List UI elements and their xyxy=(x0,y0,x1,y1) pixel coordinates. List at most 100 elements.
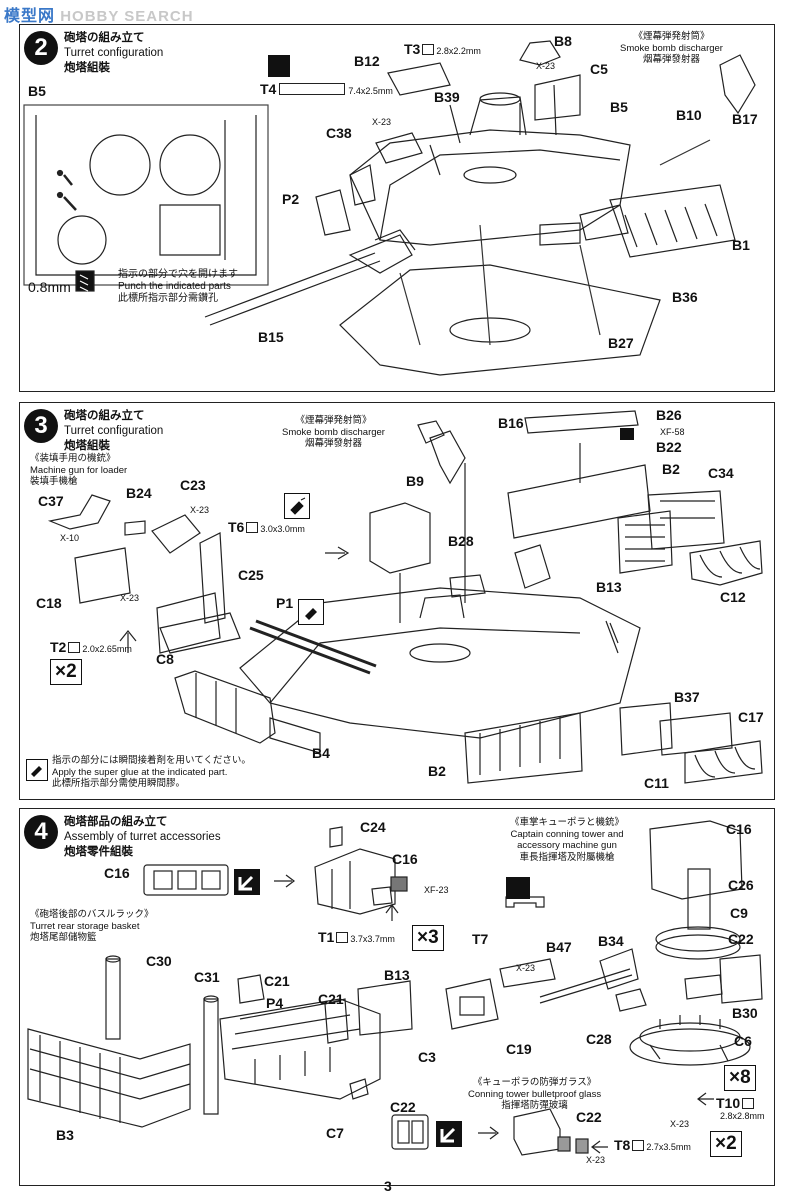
cupola-caption-en-2: accessory machine gun xyxy=(517,840,617,851)
glue-icon xyxy=(26,759,48,781)
decal-xf58: XF-58 xyxy=(660,427,685,437)
step-title-jp: 砲塔部品の組み立て xyxy=(64,816,168,828)
decal-t10: T10 xyxy=(716,1095,756,1111)
mg-caption: 《装填手用の機銃》 Machine gun for loader 裝填手機槍 xyxy=(30,453,127,488)
decal-t8: T8 2.7x3.5mm xyxy=(614,1137,691,1153)
part-b5: B5 xyxy=(610,99,628,115)
t10-label: T10 xyxy=(716,1095,741,1111)
step-heading: 砲塔部品の組み立て Assembly of turret accessories… xyxy=(64,815,221,860)
part-b26: B26 xyxy=(656,407,682,423)
cupola-caption-cn: 車長指揮塔及附屬機槍 xyxy=(519,851,615,863)
part-b12: B12 xyxy=(354,53,380,69)
part-c11: C11 xyxy=(644,775,669,791)
step-title-jp: 砲塔の組み立て xyxy=(64,410,145,422)
decal-box-icon xyxy=(422,44,435,55)
part-c26: C26 xyxy=(728,877,754,893)
part-b27: B27 xyxy=(608,335,634,351)
decal-x23: X-23 xyxy=(190,505,210,515)
part-c21: C21 xyxy=(264,973,290,989)
part-c19: C19 xyxy=(506,1041,532,1057)
part-c3: C3 xyxy=(418,1049,436,1065)
part-b28: B28 xyxy=(448,533,474,549)
glass-caption-cn: 指揮塔防彈玻璃 xyxy=(501,1100,568,1111)
drill-note-cn: 此標所指示部分需鑽孔 xyxy=(118,293,218,304)
decal-box-icon xyxy=(68,642,81,653)
part-b34: B34 xyxy=(598,933,624,949)
part-b1: B1 xyxy=(732,237,750,253)
part-b22: B22 xyxy=(656,439,682,455)
mg-caption-en: Machine gun for loader xyxy=(30,464,128,476)
decal-x10: X-10 xyxy=(60,533,80,543)
smoke-caption-jp: 《煙幕弾発射筒》 xyxy=(633,31,710,42)
cupola-caption: 《車掌キューポラと機銃》 Captain conning tower and a… xyxy=(510,817,624,863)
part-c21: C21 xyxy=(318,991,344,1007)
part-c34: C34 xyxy=(708,465,734,481)
watermark-en: HOBBY SEARCH xyxy=(60,8,194,25)
drill-note: 指示の部分で穴を開けます Punch the indicated parts 此… xyxy=(118,269,238,305)
cupola-caption-en-1: Captain conning tower and xyxy=(510,828,624,840)
decal-x23: X-23 xyxy=(372,117,392,127)
t4-label: T4 xyxy=(260,81,277,97)
part-c30: C30 xyxy=(146,953,172,969)
glass-caption-en: Conning tower bulletproof glass xyxy=(468,1088,602,1100)
t8-size: 2.7x3.5mm xyxy=(646,1142,691,1152)
step-title-en: Assembly of turret accessories xyxy=(64,831,221,843)
step-2-panel: 2 砲塔の組み立て Turret configuration 炮塔組裝 B5 0… xyxy=(19,24,775,392)
part-c12: C12 xyxy=(720,589,746,605)
t2-size: 2.0x2.65mm xyxy=(82,644,132,654)
drill-size: 0.8mm xyxy=(28,279,71,295)
basket-caption-jp: 《砲塔後部のバスルラック》 xyxy=(30,909,154,920)
t1-size: 3.7x3.7mm xyxy=(350,934,395,944)
multiplier-badge: ×3 xyxy=(412,925,444,951)
cupola-caption-jp: 《車掌キューポラと機銃》 xyxy=(510,817,625,828)
decal-box-icon xyxy=(336,932,349,943)
step-2-illustration xyxy=(23,40,756,376)
decal-box-icon xyxy=(279,83,346,95)
part-c31: C31 xyxy=(194,969,220,985)
decal-x23: X-23 xyxy=(516,963,536,973)
glue-icon xyxy=(284,493,310,519)
glass-caption-jp: 《キューポラの防弾ガラス》 xyxy=(472,1077,597,1088)
inset-label: B5 xyxy=(28,83,46,99)
part-b2: B2 xyxy=(662,461,680,477)
part-c8: C8 xyxy=(156,651,174,667)
decal-xf23: XF-23 xyxy=(424,885,449,895)
part-c7: C7 xyxy=(326,1125,344,1141)
part-c9: C9 xyxy=(730,905,748,921)
part-c18: C18 xyxy=(36,595,62,611)
step-number: 2 xyxy=(24,31,58,65)
basket-caption-en: Turret rear storage basket xyxy=(30,920,140,932)
part-c38: C38 xyxy=(326,125,352,141)
step-4-illustration xyxy=(27,820,763,1156)
step-number: 4 xyxy=(24,815,58,849)
decal-x23: X-23 xyxy=(586,1155,606,1165)
decal-t7: T7 xyxy=(472,931,489,947)
part-b39: B39 xyxy=(434,89,460,105)
step-heading: 砲塔の組み立て Turret configuration 炮塔組裝 xyxy=(64,31,163,76)
drill-note-jp: 指示の部分で穴を開けます xyxy=(118,269,238,280)
part-b16: B16 xyxy=(498,415,524,431)
part-c16: C16 xyxy=(104,865,130,881)
mg-caption-jp: 《装填手用の機銃》 xyxy=(30,453,116,464)
part-b9: B9 xyxy=(406,473,424,489)
part-c5: C5 xyxy=(590,61,608,77)
step-title-en: Turret configuration xyxy=(64,47,164,59)
step-3-illustration xyxy=(47,410,763,784)
step-number: 3 xyxy=(24,409,58,443)
smoke-caption: 《煙幕弾発射筒》 Smoke bomb discharger 烟幕弾發射器 xyxy=(282,415,385,450)
step-title-cn: 炮塔組裝 xyxy=(64,62,110,74)
step-title-jp: 砲塔の組み立て xyxy=(64,32,145,44)
part-c22: C22 xyxy=(576,1109,602,1125)
part-b4: B4 xyxy=(312,745,330,761)
part-p1: P1 xyxy=(276,595,294,611)
step-3-panel: 3 砲塔の組み立て Turret configuration 炮塔組裝 《装填手… xyxy=(19,402,775,800)
smoke-caption-jp: 《煙幕弾発射筒》 xyxy=(295,415,372,426)
t1-label: T1 xyxy=(318,929,335,945)
smoke-caption: 《煙幕弾発射筒》 Smoke bomb discharger 烟幕弾發射器 xyxy=(620,31,723,66)
part-c17: C17 xyxy=(738,709,764,725)
step-title-en: Turret configuration xyxy=(64,425,164,437)
t8-label: T8 xyxy=(614,1137,631,1153)
